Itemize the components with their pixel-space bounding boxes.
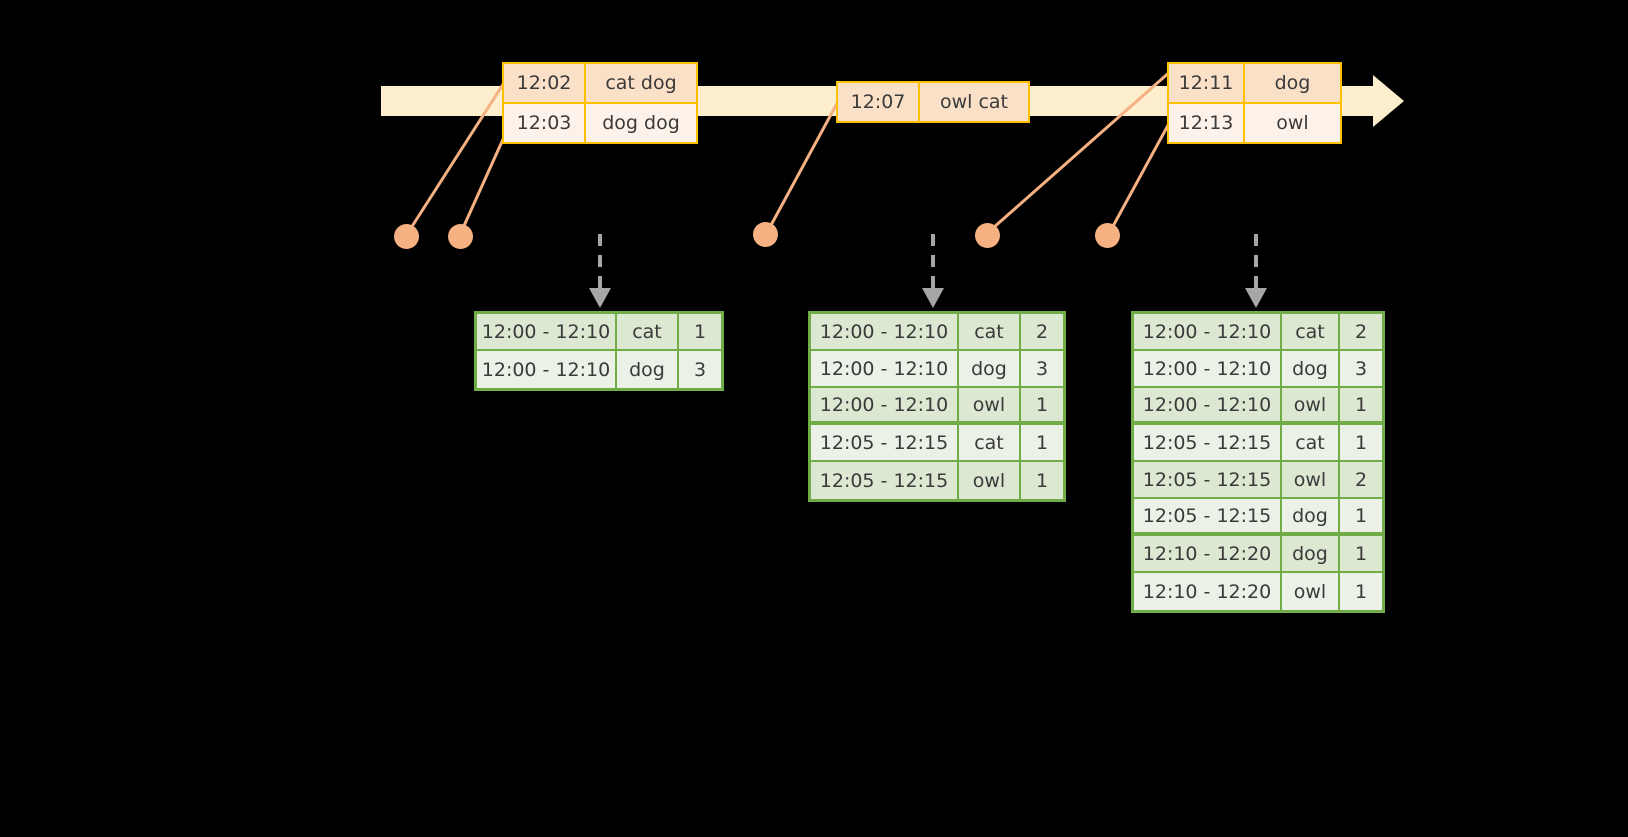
table-row: 12:00 - 12:10 cat 2 <box>811 314 1063 351</box>
table-row: 12:00 - 12:10 owl 1 <box>1134 388 1382 425</box>
table-row: 12:00 - 12:10 cat 2 <box>1134 314 1382 351</box>
down-arrow-3 <box>1245 234 1267 308</box>
count-cell: 3 <box>1340 351 1382 388</box>
connector-dot <box>975 223 1000 248</box>
result-table-3: 12:00 - 12:10 cat 2 12:00 - 12:10 dog 3 … <box>1131 311 1385 613</box>
event-row: 12:11 dog <box>1169 64 1340 102</box>
table-row: 12:00 - 12:10 dog 3 <box>811 351 1063 388</box>
window-cell: 12:00 - 12:10 <box>811 351 959 388</box>
event-row: 12:13 owl <box>1169 102 1340 142</box>
count-cell: 1 <box>1340 536 1382 573</box>
down-arrow-1 <box>589 234 611 308</box>
name-cell: dog <box>1282 351 1340 388</box>
window-cell: 12:10 - 12:20 <box>1134 573 1282 610</box>
count-cell: 1 <box>1340 573 1382 610</box>
window-cell: 12:05 - 12:15 <box>811 425 959 462</box>
count-cell: 2 <box>1340 314 1382 351</box>
name-cell: owl <box>1282 388 1340 425</box>
connector-dot <box>448 224 473 249</box>
count-cell: 3 <box>1021 351 1063 388</box>
count-cell: 1 <box>1021 425 1063 462</box>
connector-dot <box>1095 223 1120 248</box>
name-cell: cat <box>617 314 679 351</box>
count-cell: 1 <box>1340 425 1382 462</box>
window-cell: 12:00 - 12:10 <box>1134 351 1282 388</box>
table-row: 12:05 - 12:15 cat 1 <box>1134 425 1382 462</box>
count-cell: 1 <box>1021 462 1063 499</box>
count-cell: 1 <box>679 314 721 351</box>
table-row: 12:10 - 12:20 owl 1 <box>1134 573 1382 610</box>
table-row: 12:05 - 12:15 owl 2 <box>1134 462 1382 499</box>
event-time: 12:11 <box>1169 64 1245 102</box>
event-animals: owl cat <box>920 83 1028 121</box>
connector-dot <box>394 224 419 249</box>
table-row: 12:05 - 12:15 dog 1 <box>1134 499 1382 536</box>
window-cell: 12:00 - 12:10 <box>1134 388 1282 425</box>
table-row: 12:00 - 12:10 dog 3 <box>1134 351 1382 388</box>
event-time: 12:02 <box>504 64 586 102</box>
window-cell: 12:05 - 12:15 <box>1134 462 1282 499</box>
event-time: 12:13 <box>1169 104 1245 142</box>
name-cell: cat <box>1282 425 1340 462</box>
timeline-arrowhead-icon <box>1373 75 1404 127</box>
event-animals: cat dog <box>586 64 696 102</box>
connector-dot <box>753 222 778 247</box>
result-table-1: 12:00 - 12:10 cat 1 12:00 - 12:10 dog 3 <box>474 311 724 391</box>
name-cell: owl <box>1282 462 1340 499</box>
event-animals: dog <box>1245 64 1340 102</box>
window-cell: 12:00 - 12:10 <box>1134 314 1282 351</box>
name-cell: cat <box>959 425 1021 462</box>
name-cell: dog <box>617 351 679 388</box>
event-animals: owl <box>1245 104 1340 142</box>
table-row: 12:00 - 12:10 cat 1 <box>477 314 721 351</box>
table-row: 12:10 - 12:20 dog 1 <box>1134 536 1382 573</box>
name-cell: cat <box>959 314 1021 351</box>
window-cell: 12:00 - 12:10 <box>477 314 617 351</box>
name-cell: owl <box>959 462 1021 499</box>
table-row: 12:00 - 12:10 dog 3 <box>477 351 721 388</box>
table-row: 12:00 - 12:10 owl 1 <box>811 388 1063 425</box>
event-box-1: 12:02 cat dog 12:03 dog dog <box>502 62 698 144</box>
window-cell: 12:00 - 12:10 <box>477 351 617 388</box>
name-cell: dog <box>959 351 1021 388</box>
event-box-3: 12:11 dog 12:13 owl <box>1167 62 1342 144</box>
count-cell: 3 <box>679 351 721 388</box>
down-arrow-2 <box>922 234 944 308</box>
result-table-2: 12:00 - 12:10 cat 2 12:00 - 12:10 dog 3 … <box>808 311 1066 502</box>
count-cell: 2 <box>1340 462 1382 499</box>
count-cell: 1 <box>1340 499 1382 536</box>
name-cell: dog <box>1282 499 1340 536</box>
name-cell: dog <box>1282 536 1340 573</box>
window-cell: 12:00 - 12:10 <box>811 314 959 351</box>
count-cell: 1 <box>1340 388 1382 425</box>
table-row: 12:05 - 12:15 cat 1 <box>811 425 1063 462</box>
event-row: 12:03 dog dog <box>504 102 696 142</box>
event-time: 12:07 <box>838 83 920 121</box>
window-cell: 12:00 - 12:10 <box>811 388 959 425</box>
event-animals: dog dog <box>586 104 696 142</box>
window-cell: 12:05 - 12:15 <box>1134 425 1282 462</box>
event-row: 12:02 cat dog <box>504 64 696 102</box>
table-row: 12:05 - 12:15 owl 1 <box>811 462 1063 499</box>
name-cell: owl <box>1282 573 1340 610</box>
name-cell: owl <box>959 388 1021 425</box>
event-row: 12:07 owl cat <box>838 83 1028 121</box>
window-cell: 12:05 - 12:15 <box>1134 499 1282 536</box>
count-cell: 2 <box>1021 314 1063 351</box>
event-time: 12:03 <box>504 104 586 142</box>
window-cell: 12:05 - 12:15 <box>811 462 959 499</box>
name-cell: cat <box>1282 314 1340 351</box>
connector-line <box>1110 117 1174 229</box>
count-cell: 1 <box>1021 388 1063 425</box>
event-box-2: 12:07 owl cat <box>836 81 1030 123</box>
window-cell: 12:10 - 12:20 <box>1134 536 1282 573</box>
